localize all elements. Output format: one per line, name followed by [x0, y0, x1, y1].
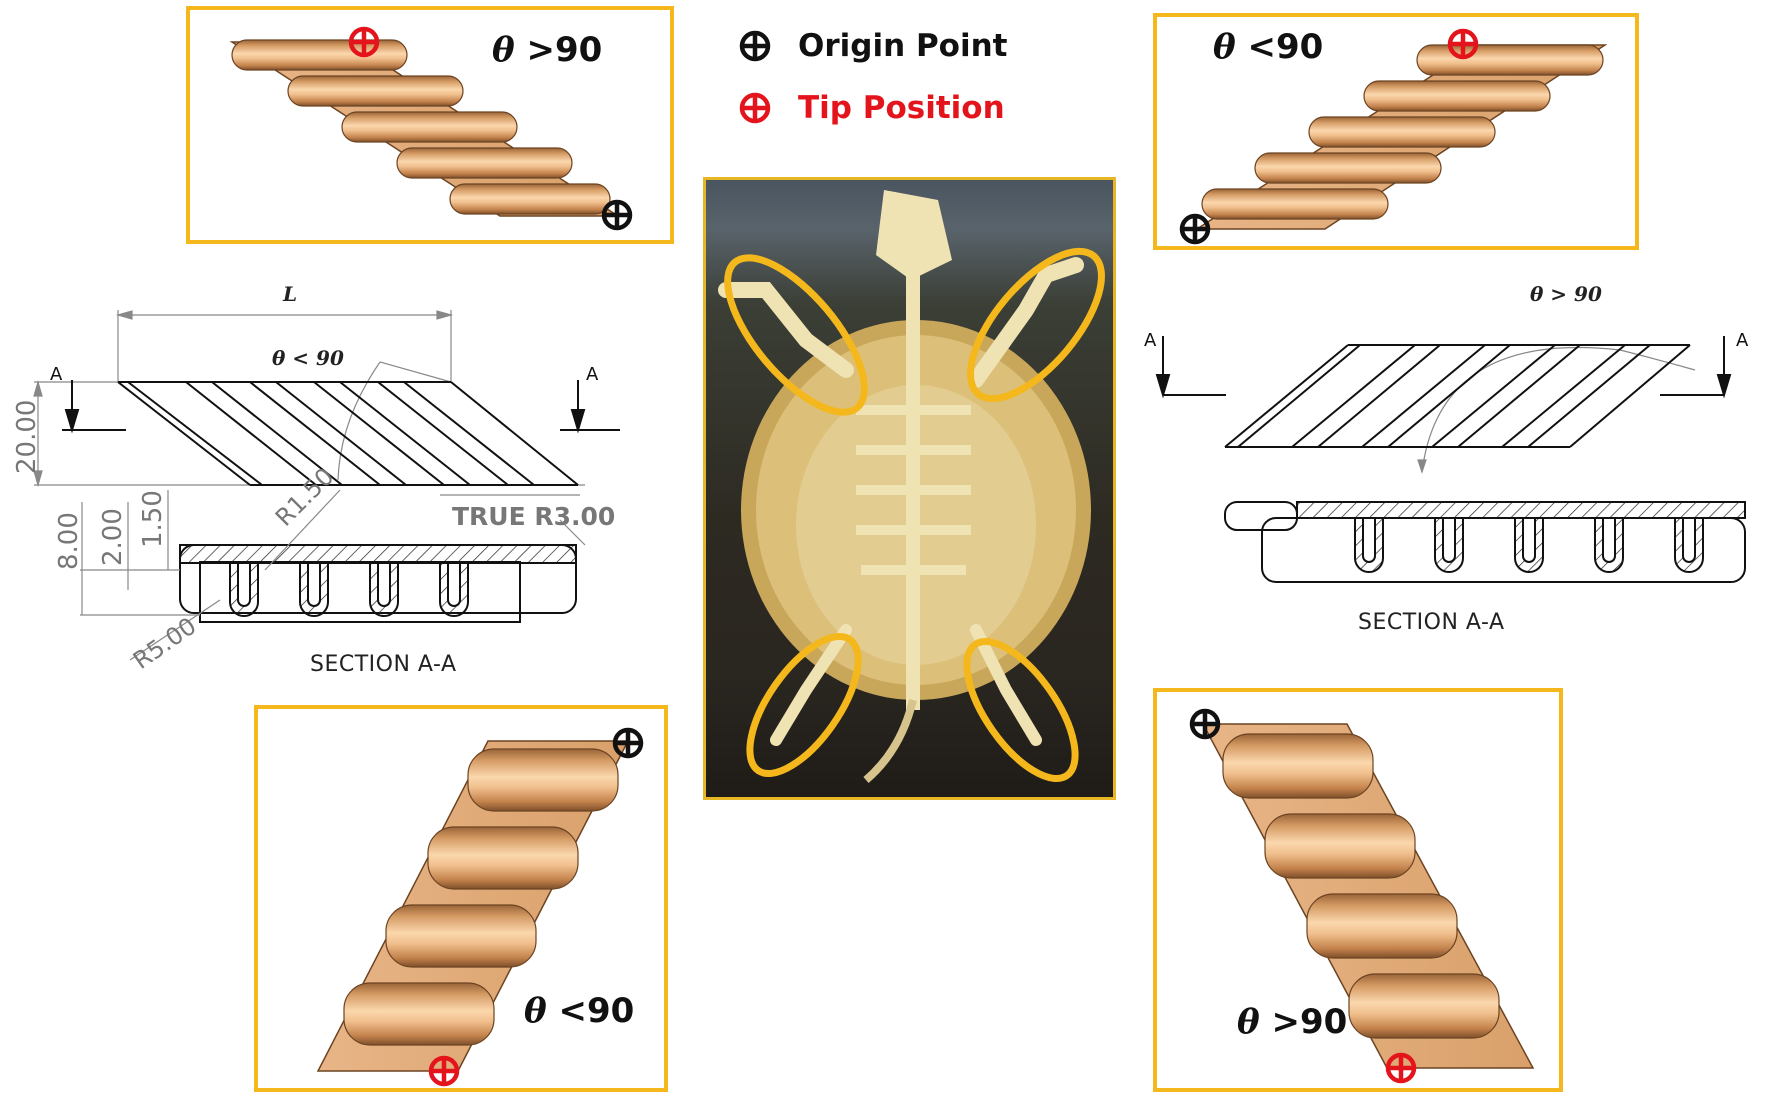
tip-marker-icon — [1388, 1055, 1414, 1081]
origin-marker-icon — [1192, 711, 1218, 737]
legend-origin-label: Origin Point — [798, 28, 1008, 64]
origin-marker-icon — [604, 202, 630, 228]
theta-label-bottom-left: θ <90 — [524, 991, 635, 1031]
left-technical-drawing — [33, 310, 620, 661]
dim-2: 2.00 — [98, 508, 128, 566]
section-marker-right-a: A — [586, 364, 599, 385]
tip-marker-icon — [431, 1058, 457, 1084]
legend-tip-label: Tip Position — [798, 90, 1005, 126]
theta-label-top-left: θ >90 — [492, 30, 603, 70]
right-technical-drawing — [1155, 336, 1746, 583]
legend-origin: Origin Point — [738, 28, 1007, 64]
legend-tip: Tip Position — [738, 90, 1005, 126]
actuator-render-top-left — [229, 10, 670, 240]
panel-top-right: θ <90 — [1153, 13, 1639, 250]
dim-true-r3: TRUE R3.00 — [452, 502, 616, 531]
origin-marker-icon — [615, 730, 641, 756]
turtle-skeleton-illustration — [718, 190, 1105, 784]
theta-label-bottom-right: θ >90 — [1237, 1002, 1348, 1042]
dim-8: 8.00 — [54, 512, 84, 570]
turtle-skeleton-photo — [703, 177, 1116, 800]
right-angle-label: θ > 90 — [1530, 282, 1602, 306]
section-marker-left-a: A — [50, 364, 63, 385]
actuator-render-top-right — [1157, 17, 1608, 246]
length-label: L — [283, 282, 298, 306]
tip-crosshair-icon — [738, 91, 772, 125]
origin-crosshair-icon — [738, 29, 772, 63]
tip-marker-icon — [1450, 31, 1476, 57]
panel-bottom-right: θ >90 — [1153, 688, 1563, 1092]
dim-1-5: 1.50 — [138, 490, 168, 548]
right-section-caption: SECTION A-A — [1358, 610, 1505, 635]
right-section-marker-left-a: A — [1144, 330, 1157, 351]
left-section-caption: SECTION A-A — [310, 652, 457, 677]
origin-marker-icon — [1182, 216, 1208, 242]
actuator-render-bottom-left — [316, 709, 664, 1088]
left-angle-label: θ < 90 — [272, 346, 344, 370]
panel-bottom-left: θ <90 — [254, 705, 668, 1092]
actuator-render-bottom-right — [1157, 692, 1535, 1088]
right-section-marker-right-a: A — [1736, 330, 1749, 351]
panel-top-left: θ >90 — [186, 6, 674, 244]
theta-label-top-right: θ <90 — [1213, 27, 1324, 67]
dim-height-20: 20.00 — [12, 399, 42, 474]
tip-marker-icon — [351, 29, 377, 55]
